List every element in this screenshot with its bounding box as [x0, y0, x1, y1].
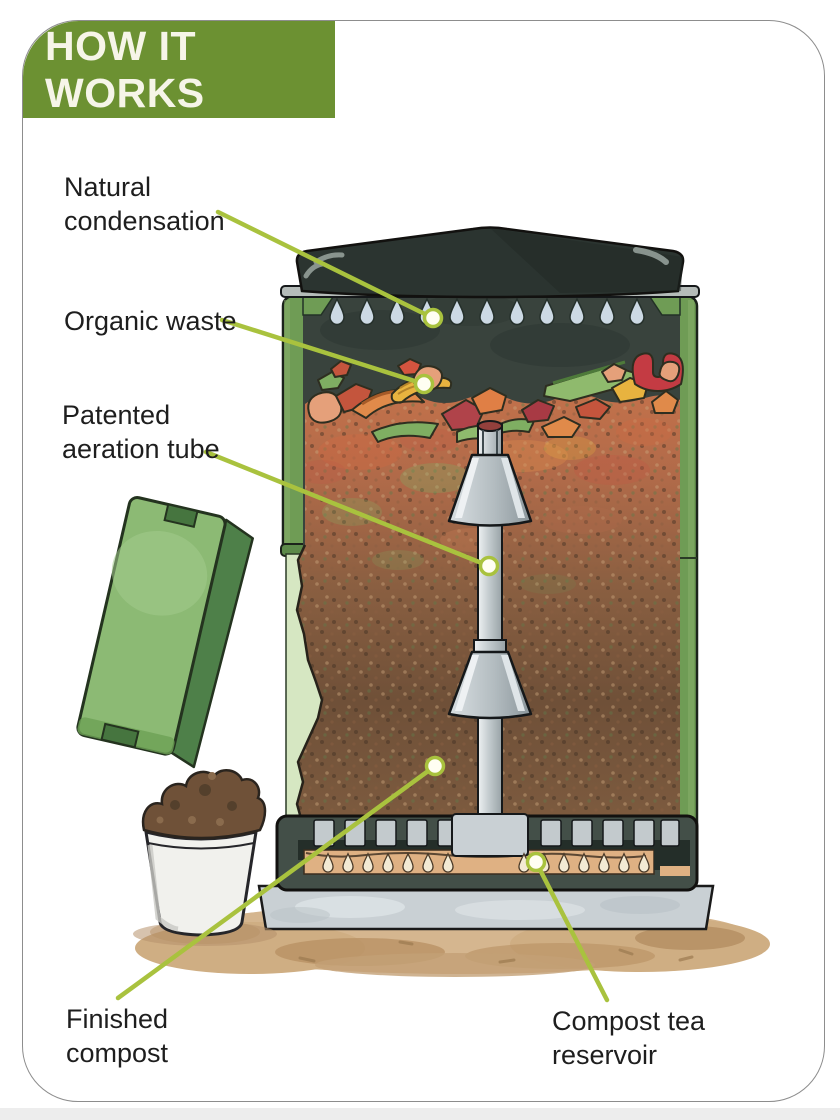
page-title: HOW IT WORKS [45, 22, 205, 116]
header-banner: HOW IT WORKS [23, 21, 335, 118]
callout-dot [422, 307, 444, 329]
leader-compost-tea [533, 859, 610, 1003]
page-bottom-strip [0, 1108, 840, 1120]
leader-lines [115, 209, 610, 1003]
base-slab [257, 884, 715, 931]
callout-dots [413, 307, 547, 873]
label-finished-compost: Finished compost [66, 1004, 169, 1068]
door-panel [76, 496, 254, 769]
callout-dot [525, 851, 547, 873]
callout-dot [424, 755, 446, 777]
leader-organic-waste [219, 317, 427, 387]
callout-dot [478, 555, 500, 577]
aeration-tube [447, 420, 533, 857]
leader-aeration-tube [203, 449, 492, 569]
callout-dot [413, 373, 435, 395]
label-compost-tea-reservoir: Compost tea reservoir [552, 1006, 706, 1070]
label-natural-condensation: Natural condensation [64, 172, 225, 236]
leader-natural-condensation [215, 209, 436, 321]
label-patented-aeration-tube: Patented aeration tube [62, 400, 220, 464]
leader-finished-compost [115, 763, 438, 1001]
organic-waste-layer [307, 352, 684, 443]
bin-lid [280, 226, 700, 299]
compost-tea-reservoir [275, 813, 699, 892]
label-organic-waste: Organic waste [64, 306, 237, 336]
